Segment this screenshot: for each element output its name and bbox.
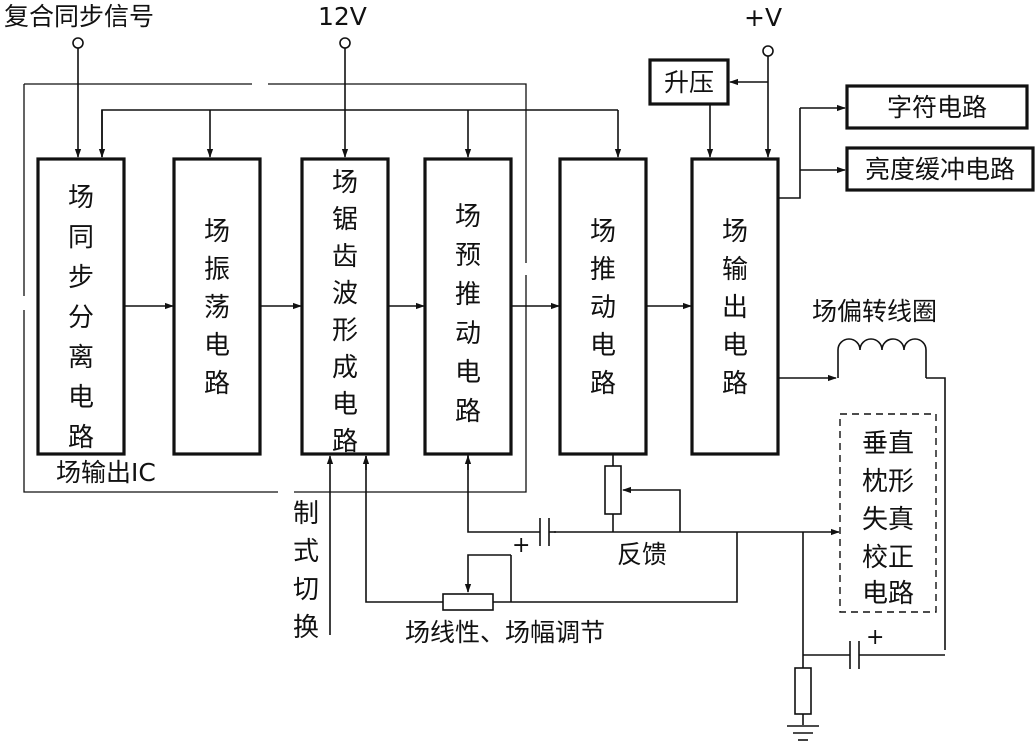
block-oscillator-label: 场振荡电路 (204, 217, 230, 399)
block-bright (845, 146, 1035, 192)
yoke-return (926, 377, 946, 650)
linearity-pot (442, 593, 494, 611)
block-boost-label: 升压 (664, 68, 714, 97)
pot-left-to-saw (365, 456, 443, 603)
block-output-label: 场输出电路 (722, 217, 748, 399)
v12-terminal (339, 37, 351, 49)
block-predrive-label: 场预推动电路 (455, 202, 481, 427)
feedback-label: 反馈 (617, 540, 667, 569)
block-drive-label: 场推动电路 (590, 217, 616, 399)
yoke-coil (837, 338, 927, 378)
block-drive (558, 157, 648, 456)
pot-return-right (493, 532, 738, 603)
block-output (690, 157, 780, 456)
block-char (845, 84, 1029, 130)
drive-wiper (622, 486, 681, 532)
sync-input-terminal (72, 37, 84, 49)
internal-bus (101, 109, 618, 157)
block-boost (648, 58, 730, 106)
pot-wiper (464, 554, 511, 593)
vplus-label: +V (744, 3, 782, 32)
ground-resistor (794, 667, 812, 715)
block-oscillator (172, 157, 262, 456)
drive-resistor (604, 465, 622, 515)
output-right-bus (778, 108, 801, 199)
yoke-label: 场偏转线圈 (812, 297, 937, 326)
block-predrive (423, 157, 513, 456)
block-sync-separation-label: 场同步分离电路 (68, 183, 94, 453)
feedback-to-predrive (467, 455, 540, 533)
block-bright-label: 亮度缓冲电路 (865, 155, 1015, 184)
v12-label: 12V (318, 2, 367, 31)
ic-label: 场输出IC (56, 458, 156, 487)
block-sawtooth (300, 157, 390, 456)
sync-input-label: 复合同步信号 (4, 2, 154, 31)
system-switch-label: 制式切换 (293, 499, 319, 643)
vplus-terminal (762, 45, 774, 57)
block-sawtooth-label: 场锯齿波形成电路 (332, 168, 358, 457)
cap2-plus: + (866, 625, 884, 650)
block-char-label: 字符电路 (887, 93, 987, 122)
block-pincushion (839, 413, 937, 613)
block-pincushion-label: 垂直枕形失真校正电路 (862, 429, 914, 609)
cap1-plus: + (512, 533, 530, 558)
ic-boundary (23, 83, 527, 493)
linearity-label: 场线性、场幅调节 (405, 618, 605, 647)
